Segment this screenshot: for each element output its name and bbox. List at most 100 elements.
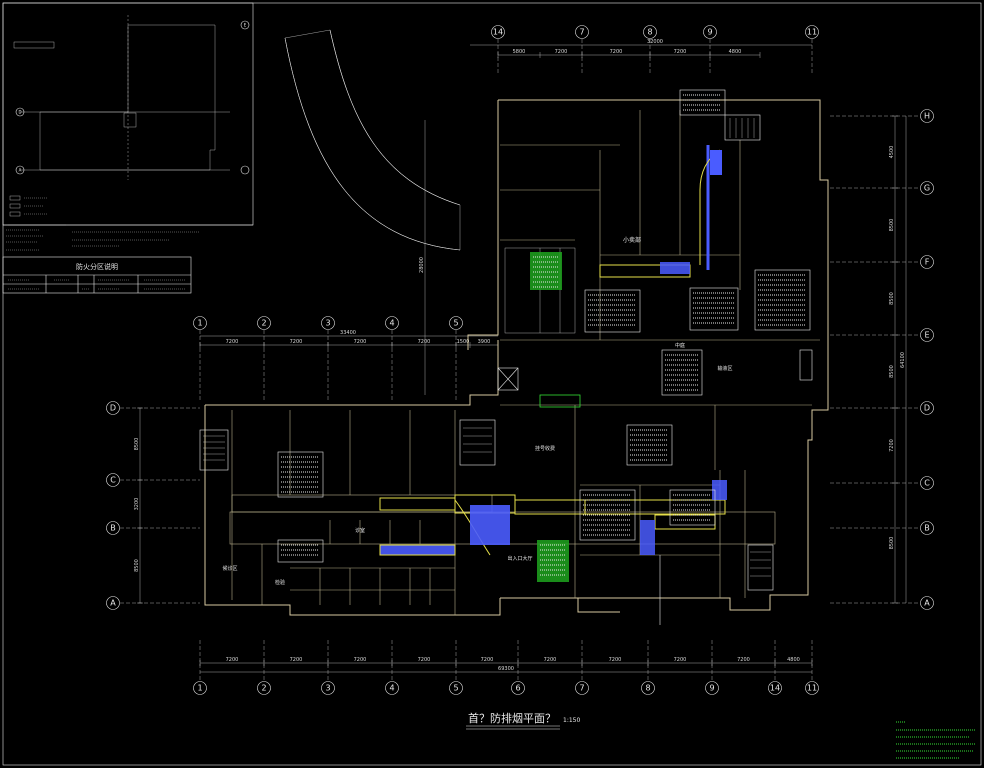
axis-right-D-bubble xyxy=(920,401,934,415)
dim-dimensions-bottom-0: 7200 xyxy=(226,657,239,663)
axis-left-C: C xyxy=(110,476,116,485)
dim-dimensions-bottom-7: 7200 xyxy=(674,657,687,663)
dim-dimensions-right_vertical-4: 7200 xyxy=(889,439,895,452)
dim-dimensions-right_vertical-2: 8500 xyxy=(889,292,895,305)
axis-top-14-bubble xyxy=(491,25,505,39)
axis-bottom-11: 11 xyxy=(807,684,817,693)
fire-zone-table: 防火分区说明 xyxy=(2,256,192,294)
axis-mid-2-bubble xyxy=(257,316,271,330)
axis-left-C-bubble xyxy=(106,473,120,487)
axis-left-D: D xyxy=(110,404,116,413)
axis-bottom-6-bubble xyxy=(511,681,525,695)
axis-top-11: 11 xyxy=(807,28,817,37)
notes xyxy=(896,721,976,759)
axis-right-E: E xyxy=(924,331,929,340)
axis-top-9: 9 xyxy=(707,28,712,37)
drawing-title-block: 首？防排烟平面？ 1:150 xyxy=(466,711,580,730)
axis-right-C: C xyxy=(924,479,930,488)
axis-top-7: 7 xyxy=(579,28,584,37)
axis-bottom-11-bubble xyxy=(805,681,819,695)
dim-dimensions-top-3: 7200 xyxy=(674,49,687,55)
axis-bottom-14-bubble xyxy=(768,681,782,695)
axis-bottom-7-bubble xyxy=(575,681,589,695)
dim-dimensions-top-0: 5800 xyxy=(513,49,526,55)
axis-bottom-3: 3 xyxy=(325,684,330,693)
axis-bottom-9-bubble xyxy=(705,681,719,695)
schedule-text-lines xyxy=(281,94,806,576)
axis-top-9-bubble xyxy=(703,25,717,39)
stair-treads xyxy=(203,118,771,577)
axis-mid-1-bubble xyxy=(193,316,207,330)
axis-bottom-1: 1 xyxy=(197,684,202,693)
keyplan-axis-e: E xyxy=(244,23,247,28)
axis-right-A: A xyxy=(924,599,930,608)
axis-right-F: F xyxy=(925,258,930,267)
axis-mid-5: 5 xyxy=(453,319,458,328)
axis-mid-4-bubble xyxy=(385,316,399,330)
room-label-5: 检验 xyxy=(275,579,285,586)
dim-dimensions-right_vertical-1: 8500 xyxy=(889,219,895,232)
dim-dimensions-bottom-2: 7200 xyxy=(354,657,367,663)
dim-dimensions-vertical_mid: 28000 xyxy=(419,257,425,273)
axis-right-B: B xyxy=(924,524,930,533)
axis-right-D: D xyxy=(924,404,930,413)
key-plan: D A E xyxy=(2,2,254,251)
axis-bottom-5-bubble xyxy=(449,681,463,695)
dim-dimensions-left_vertical-0: 8500 xyxy=(134,438,140,451)
room-label-7: 挂号收费 xyxy=(535,445,555,452)
axis-bottom-14: 14 xyxy=(770,684,780,693)
axis-right-H: H xyxy=(924,112,930,121)
dim-dimensions-left_vertical-1: 3200 xyxy=(134,498,140,511)
axis-right-C-bubble xyxy=(920,476,934,490)
dim-dimensions-bottom-4: 7200 xyxy=(481,657,494,663)
keyplan-axis-a: A xyxy=(19,168,22,173)
axis-bottom-4: 4 xyxy=(389,684,394,693)
axis-mid-2: 2 xyxy=(261,319,266,328)
axis-bottom-8-bubble xyxy=(641,681,655,695)
dim-dimensions-bottom-9: 4800 xyxy=(787,657,800,663)
dim-dimensions-top-2: 7200 xyxy=(610,49,623,55)
dim-dimensions-mid-0: 7200 xyxy=(226,339,239,345)
fire-zone-table-title: 防火分区说明 xyxy=(76,262,118,271)
axis-top-14: 14 xyxy=(493,28,503,37)
dim-dimensions-right_total: 64100 xyxy=(900,352,906,368)
axis-mid-4: 4 xyxy=(389,319,394,328)
axis-right-B-bubble xyxy=(920,521,934,535)
axis-right-A-bubble xyxy=(920,596,934,610)
axis-bottom-4-bubble xyxy=(385,681,399,695)
room-label-2: 输液区 xyxy=(717,365,732,372)
room-labels: 小卖部 中庭 输液区 出入口大厅 诊室 检验 候诊区 挂号收费 xyxy=(222,236,732,586)
axis-top-8-bubble xyxy=(643,25,657,39)
axis-bottom-3-bubble xyxy=(321,681,335,695)
dim-dimensions-bottom-1: 7200 xyxy=(290,657,303,663)
axis-bottom-5: 5 xyxy=(453,684,458,693)
drawing-title: 首？防排烟平面？ xyxy=(468,711,556,725)
building-walls xyxy=(199,99,829,616)
axis-top-7-bubble xyxy=(575,25,589,39)
axis-top-8: 8 xyxy=(647,28,652,37)
axis-top-11-bubble xyxy=(805,25,819,39)
dim-dimensions-top-1: 7200 xyxy=(555,49,568,55)
axis-left-A-bubble xyxy=(106,596,120,610)
room-label-4: 诊室 xyxy=(355,527,365,534)
room-label-3: 出入口大厅 xyxy=(507,555,532,562)
axis-right-G: G xyxy=(924,184,930,193)
room-label-0: 小卖部 xyxy=(623,236,641,244)
axis-left-A: A xyxy=(110,599,116,608)
dim-dimensions-bottom-6: 7200 xyxy=(609,657,622,663)
keyplan-axis-d: D xyxy=(18,110,21,115)
dim-dimensions-mid-3: 7200 xyxy=(418,339,431,345)
axis-bottom-9: 9 xyxy=(709,684,714,693)
axis-bottom-1-bubble xyxy=(193,681,207,695)
axis-bottom-2-bubble xyxy=(257,681,271,695)
dim-dimensions-left_vertical-2: 8500 xyxy=(134,559,140,572)
dim-dimensions-right_vertical-0: 4500 xyxy=(889,146,895,159)
axis-bottom-8: 8 xyxy=(645,684,650,693)
axis-right-F-bubble xyxy=(920,255,934,269)
axis-mid-1: 1 xyxy=(197,319,202,328)
dim-dimensions-bottom_total: 69300 xyxy=(498,666,514,672)
